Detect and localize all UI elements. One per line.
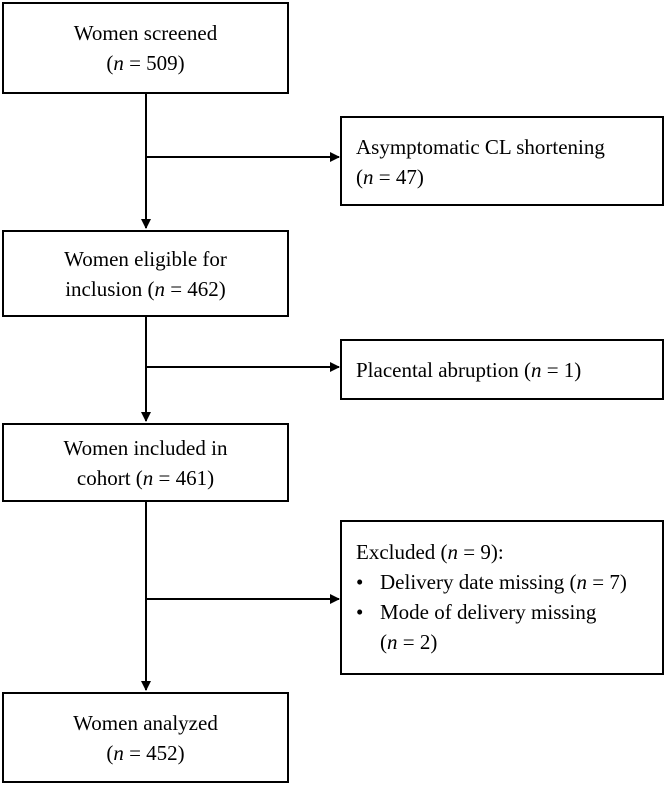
eligible-label-line1: Women eligible for <box>64 247 227 271</box>
analyzed-label: Women analyzed <box>73 711 218 735</box>
bullet-icon: • <box>356 570 364 594</box>
excluded-item-mode-of-delivery: •Mode of delivery missing <box>356 597 662 627</box>
bullet-icon: • <box>356 600 364 624</box>
box-women-eligible: Women eligible for inclusion (n = 462) <box>2 230 289 317</box>
excluded-item-mode-of-delivery-count: (n = 2) <box>380 630 438 654</box>
cl-shortening-label: Asymptomatic CL shortening <box>356 135 605 159</box>
included-label-line1: Women included in <box>63 436 228 460</box>
box-women-analyzed: Women analyzed (n = 452) <box>2 692 289 783</box>
excluded-item-delivery-date: •Delivery date missing (n = 7) <box>356 567 662 597</box>
screened-label: Women screened <box>73 21 218 45</box>
analyzed-count: (n = 452) <box>106 741 185 765</box>
cl-shortening-count: (n = 47) <box>356 165 424 189</box>
included-label-line2: cohort (n = 461) <box>76 466 215 490</box>
box-excluded-missing: Excluded (n = 9): •Delivery date missing… <box>340 520 664 675</box>
box-placental-abruption: Placental abruption (n = 1) <box>340 339 664 400</box>
screened-count: (n = 509) <box>106 51 185 75</box>
box-women-screened: Women screened (n = 509) <box>2 2 289 94</box>
box-asymptomatic-cl-shortening: Asymptomatic CL shortening (n = 47) <box>340 116 664 206</box>
box-women-included: Women included in cohort (n = 461) <box>2 423 289 502</box>
eligible-label-line2: inclusion (n = 462) <box>65 277 226 301</box>
abruption-label: Placental abruption (n = 1) <box>356 358 582 382</box>
excluded-missing-header: Excluded (n = 9): <box>356 540 504 564</box>
